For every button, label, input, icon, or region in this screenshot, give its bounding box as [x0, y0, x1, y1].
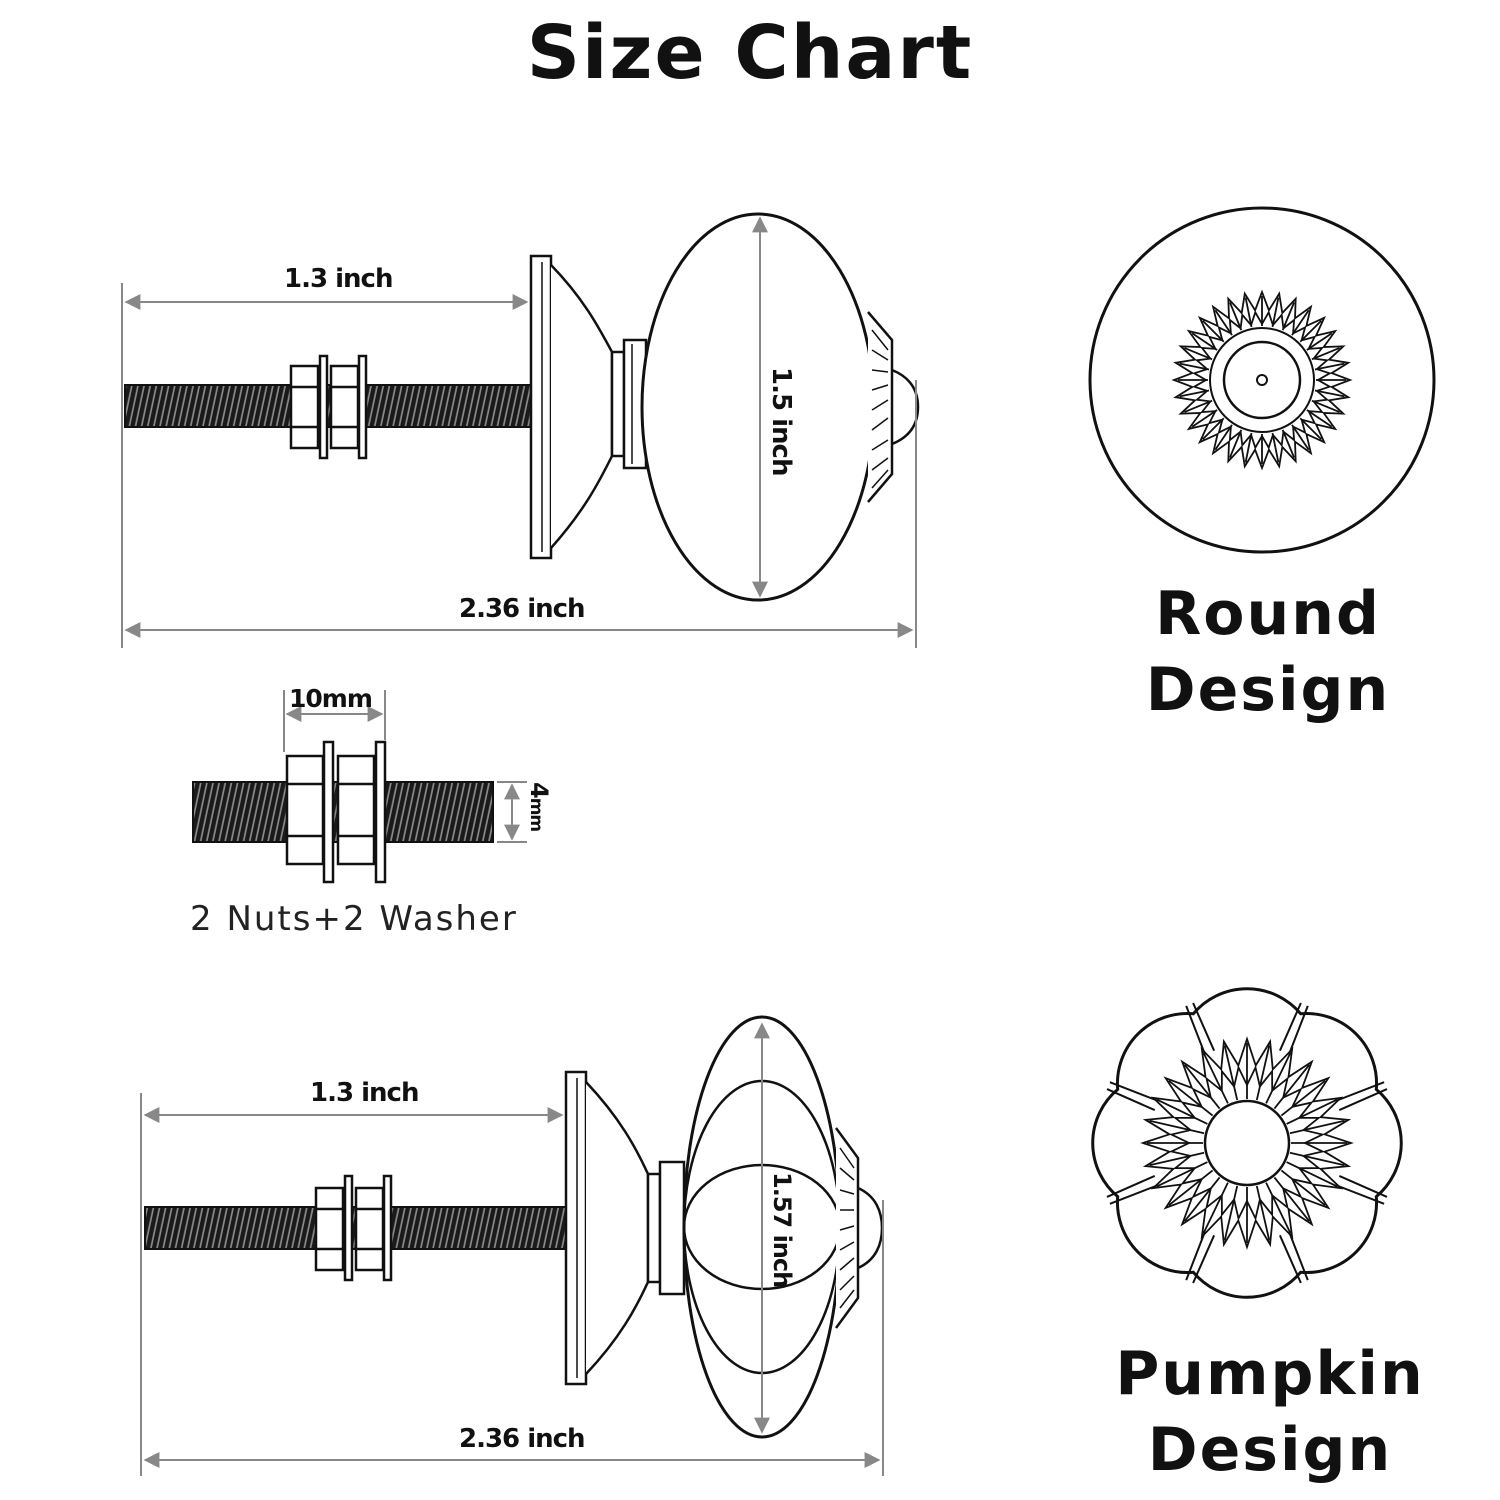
round-shaft-length-label: 1.3 inch [284, 264, 393, 294]
pumpkin-divider [1185, 1002, 1216, 1055]
round-sunburst [1171, 289, 1353, 471]
round-nuts-and-washers [289, 354, 368, 460]
pumpkin-design-line2: Design [1147, 1415, 1393, 1485]
round-base-plate [529, 254, 553, 560]
pumpkin-divider [1106, 1081, 1159, 1112]
round-design-line2: Design [1145, 655, 1391, 725]
round-design-line1: Round [1155, 579, 1381, 649]
pumpkin-total-length-label: 2.36 inch [459, 1424, 586, 1454]
round-design-title: Round Design [1100, 576, 1436, 728]
round-sunburst-outer-star [1171, 289, 1353, 471]
pumpkin-dimension-lines [140, 1022, 884, 1476]
pumpkin-divider [1278, 1002, 1309, 1055]
pumpkin-divider [1106, 1174, 1159, 1205]
round-knob-side-view [124, 212, 920, 602]
pumpkin-design-line1: Pumpkin [1115, 1339, 1425, 1409]
pumpkin-sunburst [1140, 1036, 1354, 1250]
thread-diameter-unit: mm [526, 797, 546, 832]
round-sunburst-inner-star [1192, 310, 1332, 450]
pumpkin-design-title: Pumpkin Design [1080, 1336, 1460, 1488]
page-title: Size Chart [526, 10, 974, 96]
pumpkin-sunburst-spokes [1147, 1043, 1347, 1243]
thread-diameter-label: 4mm [523, 782, 553, 832]
round-head [640, 212, 876, 602]
pumpkin-head-height-label: 1.57 inch [768, 1172, 796, 1288]
round-head-height-label: 1.5 inch [766, 367, 796, 476]
pumpkin-nuts-and-washers [314, 1174, 393, 1282]
hardware-dimension-lines [283, 690, 527, 843]
hardware-illustration [192, 740, 494, 884]
round-front-view [1088, 206, 1436, 554]
pumpkin-divider [1335, 1081, 1388, 1112]
pumpkin-front-view [1091, 987, 1403, 1299]
pumpkin-base-plate [564, 1070, 588, 1386]
thread-diameter-number: 4 [525, 782, 553, 798]
pumpkin-neck [585, 1081, 650, 1375]
pumpkin-shaft-length-label: 1.3 inch [310, 1078, 419, 1108]
round-total-length-label: 2.36 inch [459, 594, 586, 624]
pumpkin-divider [1185, 1231, 1216, 1284]
round-dimension-lines [121, 216, 917, 648]
pumpkin-divider [1278, 1231, 1309, 1284]
nut-width-label: 10mm [289, 684, 373, 713]
pumpkin-divider [1335, 1174, 1388, 1205]
pumpkin-sunburst-outer-star [1140, 1036, 1354, 1250]
pumpkin-sunburst-inner-star [1168, 1064, 1326, 1222]
hardware-caption: 2 Nuts+2 Washer [190, 899, 518, 939]
round-neck [550, 264, 614, 549]
pumpkin-petal-dividers [1106, 1002, 1388, 1284]
round-sunburst-spokes [1178, 296, 1346, 464]
